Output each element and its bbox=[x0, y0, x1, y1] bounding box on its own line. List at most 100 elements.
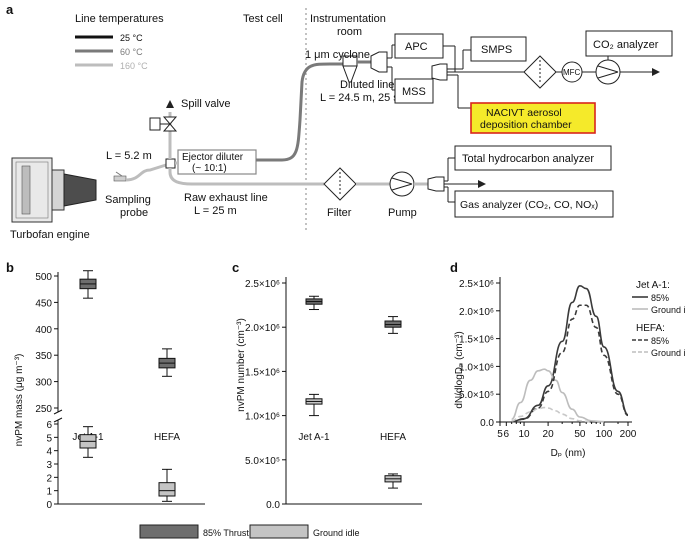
exhaust-arrow bbox=[478, 180, 486, 188]
mfc-label: MFC bbox=[563, 68, 581, 77]
smps-label: SMPS bbox=[481, 44, 512, 56]
engine-label: Turbofan engine bbox=[10, 229, 90, 241]
d-series-line-1 bbox=[511, 368, 604, 423]
exhaust-arrow-top bbox=[652, 68, 660, 76]
c-tick-label: 0.0 bbox=[266, 500, 280, 511]
legend-label-160: 160 °C bbox=[120, 61, 148, 71]
thc-label: Total hydrocarbon analyzer bbox=[462, 153, 594, 165]
d-x-tick-label: 10 bbox=[518, 429, 530, 440]
b-break-mark-2 bbox=[53, 417, 63, 423]
filter-icon bbox=[323, 167, 357, 201]
b-tick-label-upper: 300 bbox=[35, 378, 52, 389]
d-y-tick-label: 2.5×10⁶ bbox=[459, 279, 494, 290]
legend-swatch-85 bbox=[139, 524, 199, 539]
b-box-idle-box bbox=[158, 482, 176, 497]
legend-swatch-idle bbox=[249, 524, 309, 539]
d-y-tick-label: 1.5×10⁶ bbox=[459, 335, 494, 346]
b-tick-label-upper: 500 bbox=[35, 272, 52, 283]
ejector-label-2: (~ 10:1) bbox=[192, 163, 227, 174]
length-52-label: L = 5.2 m bbox=[106, 150, 152, 162]
mss-label: MSS bbox=[402, 86, 426, 98]
temp-legend-title: Line temperatures bbox=[75, 13, 164, 25]
d-y-axis-label: dN/dlogDₚ (cm⁻³) bbox=[454, 331, 465, 408]
d-y-tick-label: 2.0×10⁶ bbox=[459, 307, 494, 318]
d-legend-group-title: HEFA: bbox=[636, 323, 665, 334]
instr-room-label-1: Instrumentation bbox=[310, 13, 386, 25]
legend-label-60: 60 °C bbox=[120, 47, 143, 57]
legend-label-85: 85% Thrust bbox=[203, 528, 249, 538]
ejector-label-1: Ejector diluter bbox=[182, 152, 244, 163]
raw-line-label-1: Raw exhaust line bbox=[184, 192, 268, 204]
splitter-1 bbox=[370, 51, 388, 73]
tee-junction bbox=[165, 158, 176, 169]
nacivt-label-2: deposition chamber bbox=[480, 119, 572, 131]
d-y-tick-label: 1.0×10⁶ bbox=[459, 362, 494, 373]
thc-box bbox=[454, 145, 612, 171]
sampling-label-2: probe bbox=[120, 207, 148, 219]
d-x-tick-label: 50 bbox=[574, 429, 586, 440]
panel-a: a Line temperatures 25 °C 60 °C 160 °C T… bbox=[6, 2, 673, 241]
apc-label: APC bbox=[405, 41, 428, 53]
raw-exhaust-line bbox=[168, 168, 324, 186]
d-legend-label: Ground idle bbox=[651, 348, 685, 358]
panel-b-chart: nvPM mass (μg m⁻³) Jet A-1 HEFA 25030035… bbox=[14, 270, 205, 511]
c-cat-hefa: HEFA bbox=[380, 432, 406, 443]
d-legend-label: 85% bbox=[651, 336, 669, 346]
instr-room-label-2: room bbox=[337, 26, 362, 38]
b-break-mark-1 bbox=[53, 409, 63, 415]
cyclone-label: 1 μm cyclone bbox=[305, 49, 370, 61]
b-cat-hefa: HEFA bbox=[154, 432, 180, 443]
c-tick-label: 2.5×10⁶ bbox=[245, 279, 280, 290]
b-tick-label-lower: 2 bbox=[46, 473, 52, 484]
spill-valve-label: Spill valve bbox=[181, 98, 231, 110]
legend-label-25: 25 °C bbox=[120, 33, 143, 43]
panel-d-label: d bbox=[450, 260, 458, 275]
nacivt-label-1: NACIVT aerosol bbox=[486, 107, 562, 119]
sampling-probe-icon bbox=[113, 171, 127, 182]
d-x-tick-label: 20 bbox=[543, 429, 555, 440]
gas-analyzer-label: Gas analyzer (CO₂, CO, NOₓ) bbox=[460, 199, 598, 211]
b-tick-label-upper: 450 bbox=[35, 298, 52, 309]
panel-a-label: a bbox=[6, 2, 14, 17]
c-cat-jet: Jet A-1 bbox=[298, 432, 330, 443]
b-tick-label-lower: 1 bbox=[46, 487, 52, 498]
nacivt-box bbox=[470, 102, 596, 134]
d-legend-group-title: Jet A-1: bbox=[636, 280, 670, 291]
splitter-3 bbox=[427, 176, 445, 192]
c-tick-label: 1.5×10⁶ bbox=[245, 367, 280, 378]
d-series-line-0 bbox=[511, 284, 629, 423]
b-tick-label-upper: 350 bbox=[35, 351, 52, 362]
turbofan-engine-icon bbox=[11, 157, 97, 223]
splitter-2 bbox=[431, 63, 448, 81]
diluted-label-1: Diluted line bbox=[340, 79, 394, 91]
d-y-tick-label: 0.0 bbox=[480, 418, 494, 429]
pump-label: Pump bbox=[388, 207, 417, 219]
gas-analyzer-box bbox=[454, 190, 614, 218]
sampling-label-1: Sampling bbox=[105, 194, 151, 206]
smps-box bbox=[470, 36, 527, 62]
b-tick-label-lower: 5 bbox=[46, 433, 52, 444]
d-x-tick-label: 6 bbox=[504, 429, 510, 440]
spill-valve-icon bbox=[149, 100, 178, 132]
d-x-tick-label: 100 bbox=[596, 429, 613, 440]
test-cell-label: Test cell bbox=[243, 13, 283, 25]
c-tick-label: 1.0×10⁶ bbox=[245, 412, 280, 423]
pump-icon bbox=[389, 171, 415, 197]
b-tick-label-lower: 4 bbox=[46, 447, 52, 458]
cyclone-icon bbox=[342, 55, 358, 83]
legend-label-idle: Ground idle bbox=[313, 528, 360, 538]
c-tick-label: 5.0×10⁵ bbox=[245, 456, 280, 467]
bottom-legend: 85% Thrust Ground idle bbox=[139, 524, 360, 539]
d-y-tick-label: 5.0×10⁵ bbox=[459, 390, 494, 401]
panel-b-label: b bbox=[6, 260, 14, 275]
c-y-axis-label: nvPM number (cm⁻³) bbox=[236, 318, 247, 412]
b-tick-label-lower: 0 bbox=[46, 500, 52, 511]
b-tick-label-upper: 400 bbox=[35, 325, 52, 336]
panel-c-label: c bbox=[232, 260, 239, 275]
d-x-axis-label: Dₚ (nm) bbox=[551, 448, 586, 459]
probe-line bbox=[125, 163, 167, 182]
b-y-axis-label: nvPM mass (μg m⁻³) bbox=[14, 354, 25, 447]
panel-c-chart: nvPM number (cm⁻³) Jet A-1 HEFA 0.0 5.0×1… bbox=[236, 277, 422, 511]
filter-icon-top bbox=[523, 55, 557, 89]
